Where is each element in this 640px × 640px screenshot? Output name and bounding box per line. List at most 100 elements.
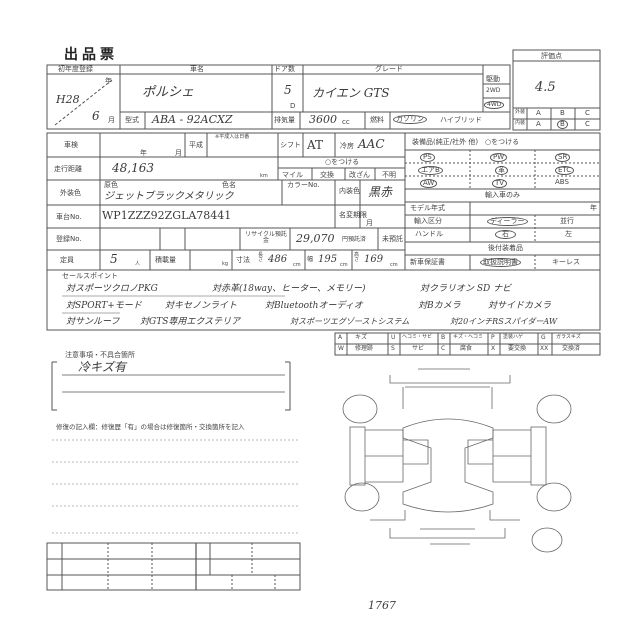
equipment-tv: TV: [492, 179, 508, 188]
recycle-label: リサイクル預託金: [245, 231, 287, 244]
equipment-aw: AW: [420, 179, 438, 188]
car-name: ポルシェ: [142, 85, 195, 100]
equipment-etc: ETC: [555, 166, 575, 175]
legend-text: キズ・ヘコミ: [453, 334, 484, 340]
sales-point: 対サンルーフ: [66, 317, 120, 327]
sales-point: 対SPORT+モード: [66, 301, 142, 311]
meter-option-unknown: 不明: [382, 171, 396, 179]
sales-point: 対クラリオン SD ナビ: [420, 284, 512, 294]
shift: AT: [307, 138, 324, 152]
legend-code: B: [441, 334, 446, 341]
month-unit: 月: [108, 116, 115, 124]
legend-text: 交換済: [562, 345, 581, 352]
color-name-label: 色名: [222, 181, 236, 189]
drive-label: 駆動: [486, 75, 500, 83]
import-type-label: 輸入区分: [414, 217, 442, 225]
color-name: ジェットブラックメタリック: [104, 191, 234, 202]
interior-grade-selected: B: [557, 120, 568, 129]
mile-option: マイル: [282, 171, 303, 179]
recycle-unpaid: 未預託: [382, 235, 403, 243]
equipment-abs: ABS: [555, 178, 569, 186]
mileage-label: 走行距離: [54, 165, 82, 173]
equipment-header: 装備品(純正/社外 他) ○をつける: [412, 138, 520, 146]
form-title: 出品票: [64, 47, 118, 63]
width-unit: cm: [340, 262, 348, 268]
grade-label: グレード: [375, 65, 403, 73]
model-code: ABA - 92ACXZ: [152, 113, 233, 126]
accessories-header: 後付装着品: [488, 244, 523, 252]
original-color-label: 原色: [104, 181, 118, 189]
legend-text: 塗装ハゲ: [503, 334, 524, 340]
displacement-label: 排気量: [274, 116, 295, 124]
drive-2wd: 2WD: [486, 87, 501, 94]
legend-code: X: [491, 345, 496, 352]
name-change-month-unit: 月: [366, 219, 373, 227]
sales-point: 対スポーツクロノPKG: [66, 284, 158, 294]
meter-circle-note: ○をつける: [325, 158, 360, 166]
recycle-paid: 円預託済: [342, 236, 367, 243]
length-label: 長さ: [258, 252, 264, 263]
chassis-no: WP1ZZZ92ZGLA78441: [102, 209, 232, 222]
equipment-ps: PS: [420, 153, 435, 162]
kg-unit: kg: [222, 261, 229, 267]
interior-color-label: 内装色: [339, 187, 360, 195]
meter-option-replaced: 交換: [320, 171, 334, 179]
exterior-grade-label: 外装: [515, 109, 526, 115]
legend-text: ヘコミ・サビ: [402, 334, 433, 340]
legend-text: キズ: [355, 334, 368, 341]
score-value: 4.5: [535, 80, 556, 95]
notes-text: 冷キズ有: [78, 360, 127, 374]
score-label: 評価点: [541, 52, 562, 60]
size-label: 寸法: [236, 256, 250, 264]
color-no-label: カラーNo.: [287, 181, 320, 189]
legend-text: ガラスキズ: [556, 334, 581, 340]
width-label: 幅: [307, 256, 314, 263]
equipment-pw: PW: [490, 153, 508, 162]
interior-grade-c: C: [585, 120, 590, 128]
heisei-note: ※平成入は日番: [215, 134, 250, 140]
fuel-label: 燃料: [370, 116, 384, 124]
cc-unit: cc: [342, 118, 350, 126]
drive-4wd: 4WD: [484, 101, 505, 109]
exterior-grade-b: B: [560, 109, 565, 117]
notes-label: 注意事項・不具合箇所: [65, 351, 135, 359]
handle-label: ハンドル: [415, 230, 443, 238]
ac: AAC: [358, 137, 385, 151]
model-year-unit: 年: [590, 204, 597, 212]
interior-grade-a: A: [536, 120, 541, 128]
reg-label: 登録No.: [56, 235, 82, 243]
import-header: 輸入車のみ: [485, 191, 520, 199]
fuel-gasoline: ガソリン: [393, 115, 427, 124]
equipment-airbag: エアB: [418, 166, 443, 175]
legend-text: 要交換: [508, 345, 527, 352]
equipment-leather: 革: [495, 166, 508, 175]
person-unit: 人: [135, 261, 141, 267]
handwritten-number: 1767: [368, 599, 396, 612]
heisei-label: 平成: [189, 141, 203, 149]
inspection-year-unit: 年: [140, 149, 147, 157]
exterior-color-label: 外装色: [60, 189, 81, 197]
repair-label: 修復の記入欄：修復歴「有」の場合は修復箇所・交換箇所を記入: [56, 423, 245, 431]
length-unit: cm: [293, 262, 301, 268]
mileage: 48,163: [112, 161, 154, 175]
recycle-amount: 29,070: [296, 232, 335, 245]
height: 169: [364, 254, 384, 265]
model-year-label: モデル年式: [410, 204, 445, 212]
sales-point: 対Bカメラ: [418, 301, 461, 311]
car-body-diagram: [342, 368, 572, 553]
interior-grade-label: 内装: [515, 120, 526, 126]
legend-code: S: [391, 345, 395, 352]
length: 486: [268, 254, 288, 265]
legend-code: W: [338, 345, 344, 352]
fuel-hybrid: ハイブリッド: [440, 116, 482, 124]
equipment-sr: SR: [555, 153, 571, 162]
sales-point: 対20インチRSスパイダーAW: [450, 317, 558, 326]
grade: カイエン GTS: [312, 86, 390, 100]
sales-points-label: セールスポイント: [62, 272, 118, 280]
sales-point: 対赤革(18way、ヒーター、メモリー): [212, 284, 366, 294]
legend-text: サビ: [412, 345, 425, 352]
name-change-label: 名変期限: [339, 211, 367, 219]
load-label: 積載量: [155, 256, 176, 264]
shift-label: シフト: [280, 141, 301, 149]
